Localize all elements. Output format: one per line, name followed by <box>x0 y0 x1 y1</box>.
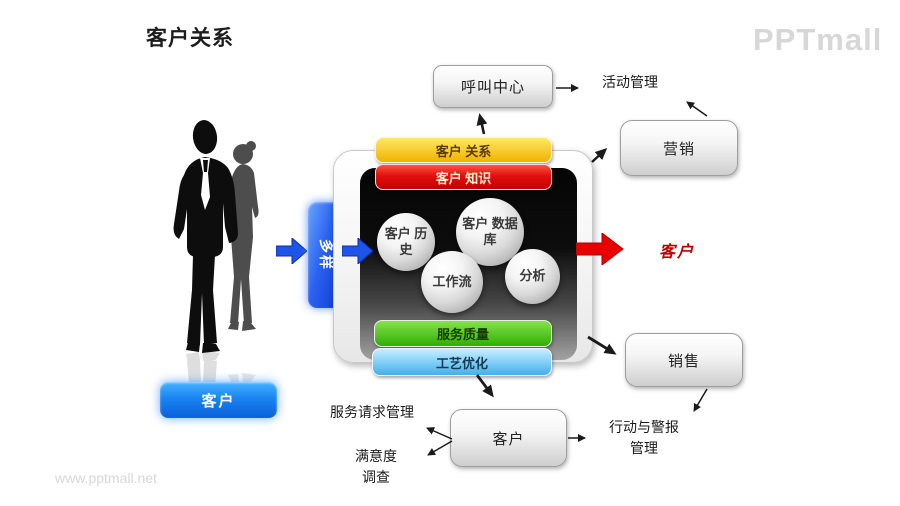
red-output-arrow <box>576 233 624 265</box>
annotation-satisfaction-line1: 满意度 <box>355 448 397 464</box>
bar-service-quality: 服务质量 <box>374 320 552 347</box>
node-marketing: 营销 <box>620 120 738 176</box>
annotation-action-alert-line2: 管理 <box>630 440 658 456</box>
node-sales: 销售 <box>625 333 743 387</box>
blue-input-arrow-left <box>276 238 307 264</box>
business-people-silhouette <box>173 120 259 387</box>
output-customer-label: 客户 <box>659 244 696 261</box>
sphere-customer-database-label: 客户 数据库 <box>462 215 518 247</box>
sphere-customer-history-label: 客户 历史 <box>384 225 428 257</box>
bar-customer-knowledge: 客户 知识 <box>375 164 552 190</box>
bar-customer-relation: 客户 关系 <box>375 137 552 163</box>
sphere-workflow: 工作流 <box>421 251 483 313</box>
sphere-analysis-label: 分析 <box>519 268 546 284</box>
annotation-action-alert-line1: 行动与警报 <box>609 419 679 435</box>
watermark-url: www.pptmall.net <box>55 470 157 486</box>
pptmall-logo: PPTmall <box>753 22 883 57</box>
node-customer: 客户 <box>450 409 567 467</box>
annotation-service-request-management: 服务请求管理 <box>330 404 414 420</box>
annotation-activity-management: 活动管理 <box>602 74 658 90</box>
page-title: 客户关系 <box>146 27 234 50</box>
sphere-analysis: 分析 <box>505 249 560 304</box>
blue-input-arrow-right <box>342 238 373 264</box>
customer-source-button: 客户 <box>160 382 277 418</box>
annotation-satisfaction-line2: 调查 <box>362 469 390 485</box>
bar-process-optimization: 工艺优化 <box>372 348 552 376</box>
sphere-customer-history: 客户 历史 <box>377 213 435 271</box>
sphere-workflow-label: 工作流 <box>432 273 472 289</box>
annotation-satisfaction-survey: 满意度 调查 <box>340 446 412 488</box>
node-call-center: 呼叫中心 <box>433 65 553 108</box>
annotation-action-alert-management: 行动与警报 管理 <box>598 417 690 459</box>
sphere-customer-database: 客户 数据库 <box>456 198 524 266</box>
